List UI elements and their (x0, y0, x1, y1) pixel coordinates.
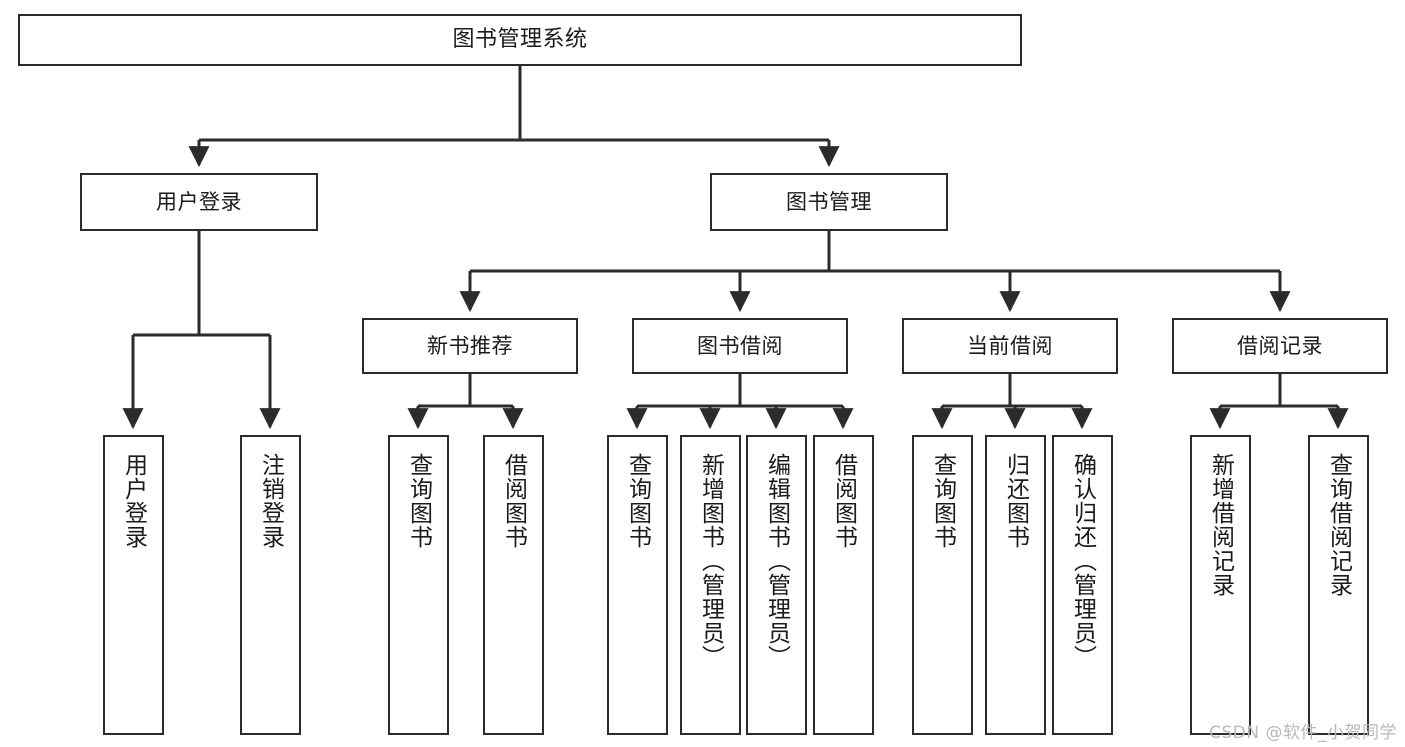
node-leaf-edit-book[interactable]: 编辑图书（管理员） (746, 435, 807, 735)
node-book-manage-label: 图书管理 (786, 189, 872, 214)
node-leaf-borrow-book-bb[interactable]: 借阅图书 (813, 435, 874, 735)
node-root[interactable]: 图书管理系统 (18, 14, 1022, 66)
node-leaf-edit-book-label: 编辑图书（管理员） (763, 453, 790, 669)
node-leaf-query-book-cb-label: 查询图书 (929, 453, 956, 549)
node-leaf-confirm-return-label: 确认归还（管理员） (1069, 453, 1096, 669)
node-book-borrow[interactable]: 图书借阅 (632, 318, 848, 374)
node-leaf-query-record[interactable]: 查询借阅记录 (1308, 435, 1369, 735)
node-new-book-rec[interactable]: 新书推荐 (362, 318, 578, 374)
node-leaf-return-book-label: 归还图书 (1002, 453, 1029, 549)
node-borrow-record[interactable]: 借阅记录 (1172, 318, 1388, 374)
node-leaf-add-book[interactable]: 新增图书（管理员） (680, 435, 741, 735)
node-leaf-query-book-rec-label: 查询图书 (405, 453, 432, 549)
node-current-borrow[interactable]: 当前借阅 (902, 318, 1118, 374)
node-leaf-borrow-book-rec-label: 借阅图书 (500, 453, 527, 549)
node-leaf-query-book-cb[interactable]: 查询图书 (912, 435, 973, 735)
node-leaf-query-book-bb-label: 查询图书 (624, 453, 651, 549)
node-leaf-confirm-return[interactable]: 确认归还（管理员） (1052, 435, 1113, 735)
node-leaf-user-logout-label: 注销登录 (257, 453, 284, 549)
node-user-login[interactable]: 用户登录 (80, 173, 318, 231)
node-leaf-borrow-book-bb-label: 借阅图书 (830, 453, 857, 549)
node-user-login-label: 用户登录 (156, 189, 242, 214)
node-borrow-record-label: 借阅记录 (1237, 333, 1323, 358)
node-leaf-user-login[interactable]: 用户登录 (103, 435, 164, 735)
node-root-label: 图书管理系统 (452, 27, 588, 53)
node-leaf-query-book-bb[interactable]: 查询图书 (607, 435, 668, 735)
node-current-borrow-label: 当前借阅 (967, 333, 1053, 358)
node-leaf-user-logout[interactable]: 注销登录 (240, 435, 301, 735)
node-book-borrow-label: 图书借阅 (697, 333, 783, 358)
node-leaf-add-record-label: 新增借阅记录 (1207, 453, 1234, 597)
node-leaf-return-book[interactable]: 归还图书 (985, 435, 1046, 735)
node-leaf-borrow-book-rec[interactable]: 借阅图书 (483, 435, 544, 735)
node-leaf-add-book-label: 新增图书（管理员） (697, 453, 724, 669)
node-new-book-rec-label: 新书推荐 (427, 333, 513, 358)
node-book-manage[interactable]: 图书管理 (710, 173, 948, 231)
node-leaf-user-login-label: 用户登录 (120, 453, 147, 549)
node-leaf-add-record[interactable]: 新增借阅记录 (1190, 435, 1251, 735)
node-leaf-query-record-label: 查询借阅记录 (1325, 453, 1352, 597)
csdn-watermark: CSDN @软件_小贺同学 (1209, 723, 1397, 743)
node-leaf-query-book-rec[interactable]: 查询图书 (388, 435, 449, 735)
